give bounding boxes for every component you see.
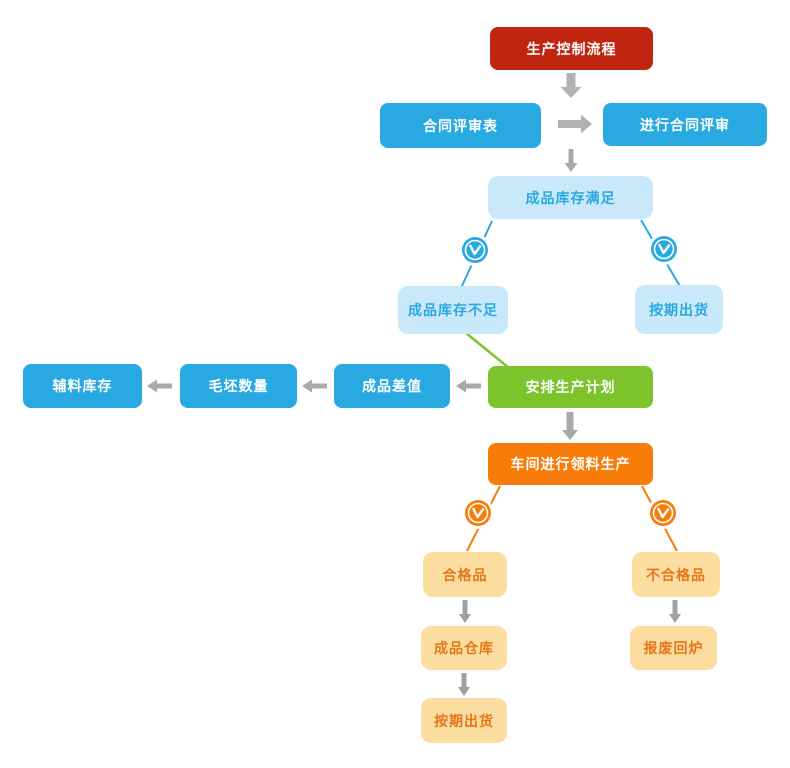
node-stock-insufficient: 成品库存不足: [398, 286, 508, 334]
node-label: 成品差值: [362, 379, 422, 395]
left-arrow: [147, 379, 172, 393]
node-ship-on-schedule-branch: 按期出货: [635, 285, 723, 334]
clock-icon: [462, 497, 494, 529]
down-arrow: [564, 149, 578, 172]
node-conduct-contract-review: 进行合同评审: [603, 103, 767, 146]
node-label: 报废回炉: [643, 641, 704, 657]
down-arrow: [669, 600, 681, 623]
left-arrow: [302, 379, 327, 393]
down-arrow: [562, 412, 578, 440]
node-label: 安排生产计划: [525, 380, 616, 396]
node-label: 成品库存不足: [408, 303, 498, 319]
node-label: 合格品: [442, 567, 488, 584]
node-auxiliary-material-stock: 辅料库存: [23, 364, 142, 408]
node-label: 辅料库存: [52, 379, 113, 395]
node-stock-sufficient: 成品库存满足: [488, 176, 653, 219]
node-label: 不合格品: [646, 567, 706, 584]
node-label: 合同评审表: [423, 118, 498, 135]
left-arrow: [456, 379, 481, 393]
node-ship-on-schedule-final: 按期出货: [421, 698, 507, 743]
node-finished-goods-warehouse: 成品仓库: [421, 626, 507, 670]
node-label: 进行合同评审: [640, 117, 730, 134]
node-blank-quantity: 毛坯数量: [180, 364, 297, 408]
node-label: 车间进行领料生产: [510, 457, 631, 473]
node-production-control-process: 生产控制流程: [490, 27, 653, 70]
node-unqualified-product: 不合格品: [632, 552, 720, 597]
clock-icon: [647, 497, 679, 529]
node-label: 按期出货: [434, 713, 494, 730]
node-label: 毛坯数量: [208, 379, 269, 395]
down-arrow: [458, 673, 470, 696]
node-scrap-remelt: 报废回炉: [630, 626, 717, 670]
clock-icon: [459, 234, 491, 266]
node-finished-product-difference: 成品差值: [334, 364, 450, 408]
green-connector-line: [465, 332, 510, 369]
node-arrange-production-plan: 安排生产计划: [488, 366, 653, 408]
node-contract-review-form: 合同评审表: [380, 103, 541, 148]
node-qualified-product: 合格品: [423, 552, 507, 597]
down-arrow: [459, 600, 471, 623]
node-workshop-material-production: 车间进行领料生产: [488, 443, 653, 485]
node-label: 按期出货: [649, 302, 709, 319]
node-label: 生产控制流程: [526, 41, 617, 58]
node-label: 成品库存满足: [525, 190, 616, 207]
clock-icon: [648, 233, 680, 265]
right-arrow: [558, 114, 592, 134]
node-label: 成品仓库: [434, 641, 494, 657]
down-arrow: [560, 73, 582, 98]
